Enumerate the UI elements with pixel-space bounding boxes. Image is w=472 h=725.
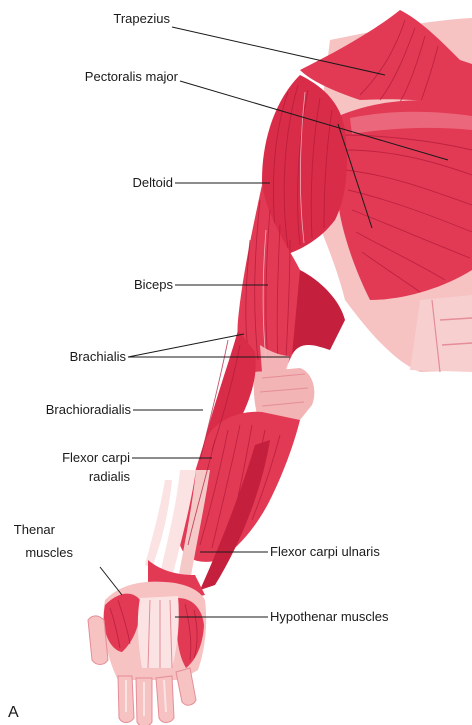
label-thenar-line1: Thenar: [14, 522, 56, 537]
label-deltoid: Deltoid: [133, 175, 173, 190]
label-flexor-carpi-radialis-line1: Flexor carpi: [62, 450, 130, 465]
label-trapezius: Trapezius: [113, 11, 170, 26]
label-thenar-line2: muscles: [25, 545, 73, 560]
label-flexor-carpi-ulnaris: Flexor carpi ulnaris: [270, 544, 380, 559]
label-brachioradialis: Brachioradialis: [46, 402, 132, 417]
label-flexor-carpi-radialis-line2: radialis: [89, 469, 131, 484]
leader-thenar: [100, 567, 122, 595]
label-biceps: Biceps: [134, 277, 174, 292]
label-pectoralis-major: Pectoralis major: [85, 69, 179, 84]
label-brachialis: Brachialis: [70, 349, 127, 364]
panel-letter: A: [8, 704, 19, 721]
hand: [88, 582, 206, 725]
label-hypothenar: Hypothenar muscles: [270, 609, 389, 624]
